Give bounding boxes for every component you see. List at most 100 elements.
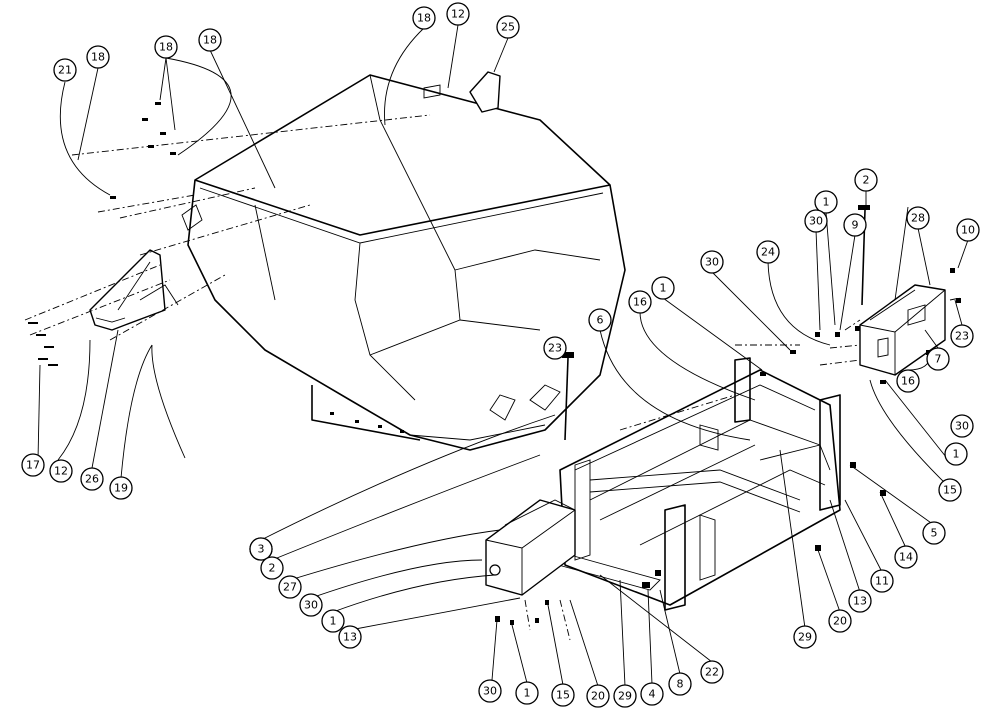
svg-text:2: 2 (863, 174, 870, 187)
svg-text:22: 22 (705, 666, 719, 679)
svg-text:6: 6 (597, 314, 604, 327)
svg-text:4: 4 (649, 688, 656, 701)
callout-25: 25 (496, 15, 520, 39)
callout-28: 28 (906, 206, 930, 230)
svg-text:10: 10 (961, 224, 975, 237)
svg-text:1: 1 (660, 282, 667, 295)
svg-text:28: 28 (911, 212, 925, 225)
callout-13: 13 (338, 625, 362, 649)
callout-16: 16 (628, 290, 652, 314)
callout-16: 16 (896, 369, 920, 393)
svg-text:30: 30 (483, 685, 497, 698)
callout-6: 6 (588, 308, 612, 332)
callout-17: 17 (21, 453, 45, 477)
callout-26: 26 (80, 467, 104, 491)
svg-text:2: 2 (269, 562, 276, 575)
callout-27: 27 (278, 575, 302, 599)
svg-text:1: 1 (524, 687, 531, 700)
svg-text:1: 1 (953, 448, 960, 461)
svg-text:15: 15 (556, 689, 570, 702)
callout-18: 18 (412, 6, 436, 30)
callout-1: 1 (515, 681, 539, 705)
callout-18: 18 (154, 35, 178, 59)
callout-5: 5 (922, 521, 946, 545)
side-bracket (89, 249, 179, 331)
svg-text:16: 16 (633, 296, 647, 309)
callout-23: 23 (950, 324, 974, 348)
callout-8: 8 (668, 672, 692, 696)
svg-text:11: 11 (875, 575, 889, 588)
svg-text:12: 12 (451, 8, 465, 21)
svg-text:1: 1 (823, 196, 830, 209)
svg-text:7: 7 (935, 353, 942, 366)
svg-text:18: 18 (159, 41, 173, 54)
callout-29: 29 (613, 684, 637, 708)
svg-text:13: 13 (343, 631, 357, 644)
callout-10: 10 (956, 218, 980, 242)
svg-text:14: 14 (899, 551, 913, 564)
svg-text:18: 18 (417, 12, 431, 25)
callout-23: 23 (543, 336, 567, 360)
svg-text:30: 30 (955, 420, 969, 433)
svg-text:15: 15 (943, 484, 957, 497)
callout-18: 18 (86, 45, 110, 69)
callout-24: 24 (756, 240, 780, 264)
svg-text:30: 30 (809, 215, 823, 228)
svg-text:26: 26 (85, 473, 99, 486)
callout-14: 14 (894, 545, 918, 569)
svg-text:29: 29 (618, 690, 632, 703)
callouts: 21 18 18 18 18 12 25 17 12 26 19 3 2 28 … (21, 2, 980, 708)
callout-9: 9 (843, 213, 867, 237)
right-hitch (859, 284, 946, 376)
callout-2: 2 (854, 168, 878, 192)
callout-13: 13 (848, 589, 872, 613)
svg-text:1: 1 (330, 615, 337, 628)
callout-15: 15 (551, 683, 575, 707)
callout-3: 3 (249, 537, 273, 561)
callout-19: 19 (109, 476, 133, 500)
callout-12: 12 (446, 2, 470, 26)
callout-4: 4 (640, 682, 664, 706)
svg-text:21: 21 (58, 64, 72, 77)
callout-30: 30 (478, 679, 502, 703)
svg-text:16: 16 (901, 375, 915, 388)
callout-11: 11 (870, 569, 894, 593)
callout-22: 22 (700, 660, 724, 684)
callout-18: 18 (198, 28, 222, 52)
svg-text:17: 17 (26, 459, 40, 472)
callout-1: 1 (651, 276, 675, 300)
svg-text:20: 20 (833, 615, 847, 628)
left-hitch (485, 499, 576, 596)
svg-text:30: 30 (705, 256, 719, 269)
callout-15: 15 (938, 478, 962, 502)
svg-text:24: 24 (761, 246, 775, 259)
svg-text:18: 18 (203, 34, 217, 47)
svg-text:20: 20 (591, 690, 605, 703)
callout-1: 1 (944, 442, 968, 466)
svg-text:23: 23 (548, 342, 562, 355)
svg-text:19: 19 (114, 482, 128, 495)
svg-text:29: 29 (798, 631, 812, 644)
callout-2: 2 (260, 556, 284, 580)
callout-7: 7 (926, 347, 950, 371)
svg-text:3: 3 (258, 543, 265, 556)
svg-text:30: 30 (304, 599, 318, 612)
svg-text:23: 23 (955, 330, 969, 343)
svg-text:9: 9 (852, 219, 859, 232)
svg-text:13: 13 (853, 595, 867, 608)
svg-text:27: 27 (283, 581, 297, 594)
svg-text:12: 12 (54, 465, 68, 478)
hopper (181, 71, 626, 451)
svg-text:25: 25 (501, 21, 515, 34)
callout-30: 30 (804, 209, 828, 233)
callout-30: 30 (299, 593, 323, 617)
callout-21: 21 (53, 58, 77, 82)
callout-1: 1 (814, 190, 838, 214)
callout-29: 29 (793, 625, 817, 649)
callout-30: 30 (700, 250, 724, 274)
svg-text:8: 8 (677, 678, 684, 691)
callout-20: 20 (828, 609, 852, 633)
callout-12: 12 (49, 459, 73, 483)
explode-lines (24, 114, 961, 641)
